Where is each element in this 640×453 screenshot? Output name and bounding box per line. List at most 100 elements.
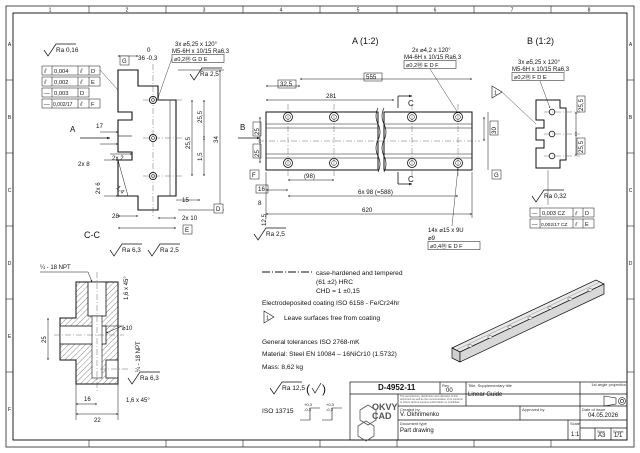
disclaimer-text: The reproduction, distribution and utili…: [400, 395, 463, 404]
note-coating: Electrodeposited coating ISO 6158 - Fe/C…: [262, 300, 400, 307]
front-dim-25-b: 25: [254, 150, 261, 157]
front-dim-6x98: 6x 98 (=588): [358, 189, 393, 196]
b-roughness: Ra 0,32: [531, 189, 567, 203]
cc-dim-dia10: ⌀10: [122, 326, 133, 332]
general-roughness: Ra 12,5 ( ): [269, 381, 326, 396]
title-block-frame: [349, 381, 628, 441]
svg-text:+0,3: +0,3: [326, 402, 335, 407]
isometric-rail-preview: [451, 279, 605, 363]
sheet-label: Sheet: [613, 429, 624, 434]
side-dim-2x6: 2x 6: [95, 182, 102, 194]
side-dim-36: 36 -0,3: [138, 55, 158, 62]
cc-roughness-1: Ra 6,3: [109, 243, 142, 257]
svg-text:⌀0,4Ⓜ E D F: ⌀0,4Ⓜ E D F: [430, 242, 463, 250]
svg-text:E: E: [185, 228, 189, 234]
zone-row-d: D: [8, 261, 12, 267]
section-c-top: C: [408, 99, 414, 108]
cc-roughness-3: Ra 6,3: [127, 371, 160, 385]
drawing-number: D-4952-11: [378, 383, 416, 392]
note-material: Material: Steel EN 10084 – 16NiCr10 (1.5…: [262, 351, 397, 358]
side-view: A 0 36 -0,3 25,5 25,5 1,5 34 17 2x 8 2x …: [41, 42, 230, 235]
tol-frame-row-2: ⫽ 0,002 ⫽ E: [41, 76, 101, 87]
note-chd: CHD = 1 ±0,15: [316, 288, 360, 295]
zone-col-7: 7: [511, 8, 514, 14]
size-value: A3: [598, 433, 606, 439]
svg-text:D: D: [80, 91, 84, 97]
size-label: Size: [597, 429, 605, 434]
svg-text:—: —: [44, 102, 50, 108]
cc-section-view: C-C ¼ - 18 NPT 1,6 x 45° ⌀10: [40, 230, 180, 424]
date-value: 04.05.2026: [588, 413, 619, 419]
svg-text:0,003 CZ: 0,003 CZ: [542, 211, 566, 217]
zone-col-4: 4: [280, 8, 283, 14]
svg-text:⫽: ⫽: [574, 210, 578, 217]
view-title-cc: C-C: [84, 230, 100, 240]
zone-row-b-right: B: [629, 115, 633, 121]
zone-col-8: 8: [588, 8, 591, 14]
cc-dim-chamfer-top: 1,6 x 45°: [124, 276, 130, 300]
side-dim-1-4: 1,4: [115, 184, 126, 195]
side-tolerance-frames: ⫽ 0,004 ⫽ D ⫽ 0,002 ⫽ E — 0,003: [41, 65, 119, 109]
zone-col-6: 6: [434, 8, 437, 14]
front-dims: 32,5 281 555 25 25 30 (98) 6x 98 (=588) …: [252, 72, 499, 226]
svg-text:+0,3: +0,3: [304, 402, 313, 407]
side-dim-2x10: 28: [112, 213, 119, 220]
projection-symbol-icon: [603, 395, 626, 407]
svg-text:M5-6H x 10/15 Ra6,3: M5-6H x 10/15 Ra6,3: [512, 67, 570, 73]
side-dim-25-5-b: 1,5: [197, 152, 204, 161]
side-dim-1-5: 15: [182, 197, 189, 204]
svg-text:ISO 13715: ISO 13715: [262, 408, 294, 415]
svg-text:Ra 2,5: Ra 2,5: [266, 231, 285, 238]
zone-row-c-right: C: [629, 188, 633, 194]
front-dim-32-5: 32,5: [280, 81, 293, 88]
zone-col-3: 3: [203, 8, 206, 14]
svg-text:14x ⌀15 x 9U: 14x ⌀15 x 9U: [428, 228, 464, 234]
zone-row-c: C: [8, 188, 12, 194]
scale-value: 1:1: [571, 432, 580, 438]
general-notes: case-hardened and tempered (61 ±2) HRC C…: [262, 270, 403, 421]
roughness-side-2: Ra 2,5: [189, 67, 222, 81]
logo-text: OKVY CAD: [372, 402, 398, 421]
note-mass: Mass: 8,62 kg: [262, 364, 303, 371]
zone-row-d-right: D: [629, 261, 633, 267]
tol-frame-row-3: — 0,003 D: [41, 87, 90, 98]
side-dim-2x2: 2x 2: [112, 155, 124, 162]
svg-text:M4-6H x 10/15 Ra6,3: M4-6H x 10/15 Ra6,3: [404, 55, 462, 61]
side-holes-note: 3x ⌀5,25 x 120° M5-6H x 10/15 Ra6,3 ⌀0,2…: [157, 42, 230, 99]
zone-row-e: E: [8, 334, 12, 340]
cc-dim-chamfer-bottom: 1,6 x 45°: [126, 398, 150, 404]
border-zone-labels: 1 2 3 4 5 6 7 8 A B C D E F A B C D: [8, 8, 633, 414]
svg-text:G: G: [494, 173, 499, 179]
svg-text:D: D: [585, 211, 589, 217]
sheet-value: 1/1: [614, 433, 623, 439]
svg-text:Ra 2,5: Ra 2,5: [160, 247, 179, 254]
svg-text:0,003: 0,003: [54, 91, 69, 97]
projection-label: 1st angle projection: [591, 382, 626, 387]
svg-text:—: —: [44, 91, 50, 97]
svg-text:⫽: ⫽: [79, 101, 83, 108]
side-datum-g: G: [119, 55, 130, 66]
drawing-title: Linear Guide: [468, 392, 503, 398]
note-hrc: (61 ±2) HRC: [316, 279, 353, 286]
note-case-hardened: case-hardened and tempered: [316, 270, 403, 277]
svg-text:⫽: ⫽: [43, 79, 47, 86]
zone-col-5: 5: [357, 8, 360, 14]
side-datum-e: E: [182, 224, 193, 235]
side-datum-d: D: [213, 203, 224, 214]
note-flag-symbol: [263, 310, 275, 324]
side-dim-34: 25,5: [185, 136, 192, 149]
scale-label: Scale: [570, 421, 581, 426]
front-counterbore-note: 14x ⌀15 x 9U ⌀9 ⌀0,4Ⓜ E D F: [427, 167, 481, 250]
zone-row-a-right: A: [629, 42, 633, 48]
svg-text:⫽: ⫽: [79, 68, 83, 75]
rev-label: Rev.: [442, 383, 450, 388]
zone-col-2: 2: [126, 8, 129, 14]
cc-dim-npt-top: ¼ - 18 NPT: [40, 265, 71, 271]
svg-text:(: (: [306, 382, 310, 396]
view-arrow-a: A: [70, 125, 76, 134]
front-holes-note: 2x ⌀4,2 x 120° M4-6H x 10/15 Ra6,3 ⌀0,2Ⓜ…: [403, 48, 462, 114]
svg-text:⌀0,2Ⓜ F D E: ⌀0,2Ⓜ F D E: [514, 73, 547, 81]
b-note-flag: 1: [491, 85, 537, 125]
svg-text:3x ⌀5,25 x 120°: 3x ⌀5,25 x 120°: [175, 42, 218, 48]
